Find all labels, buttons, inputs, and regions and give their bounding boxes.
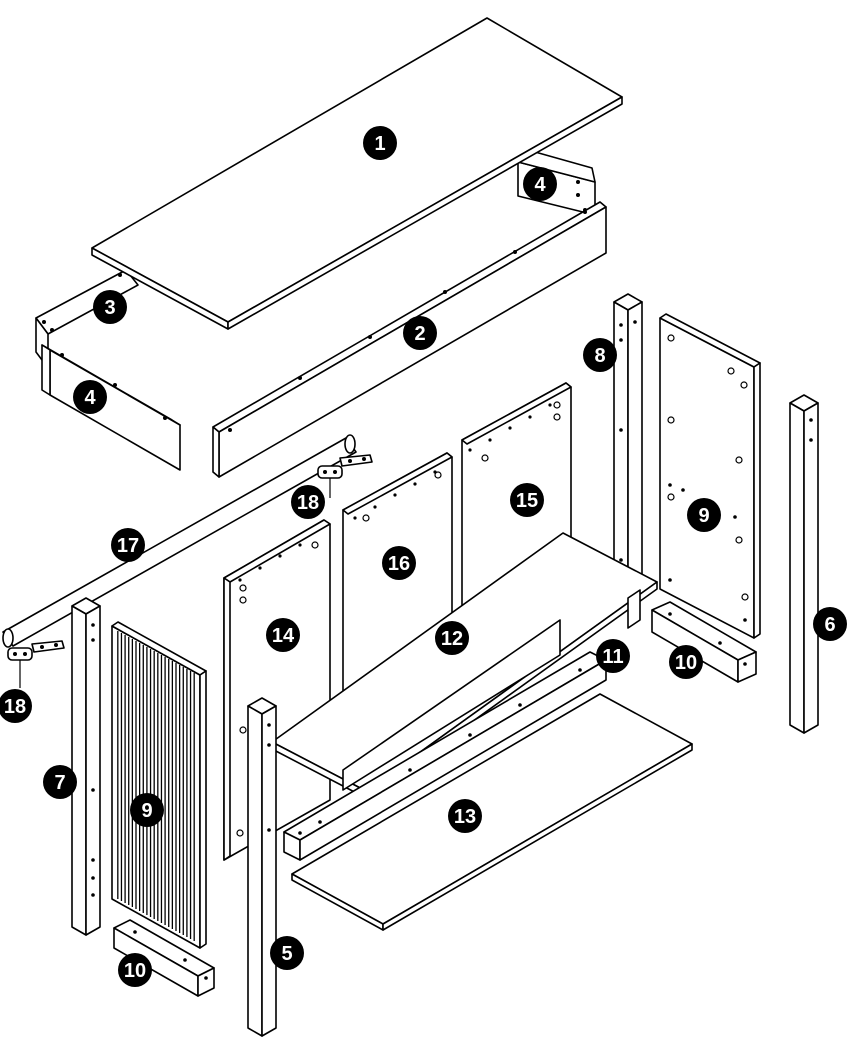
leg-5 (247, 697, 277, 1037)
badge-number: 12 (441, 628, 463, 650)
badge-circle (118, 953, 152, 987)
bracket-18-left (7, 640, 65, 688)
part-number-badge-9-back: 9 (687, 498, 721, 532)
part-number-badge-5: 5 (270, 936, 304, 970)
part-number-badge-12: 12 (435, 621, 469, 655)
badge-circle (43, 765, 77, 799)
part-number-badge-3: 3 (93, 290, 127, 324)
badge-number: 9 (698, 505, 709, 527)
badge-circle (435, 621, 469, 655)
part-number-badge-10-left: 10 (118, 953, 152, 987)
part-number-badge-18-left: 18 (0, 689, 32, 723)
bracket-18-right (317, 454, 373, 498)
side-panel-9-back (659, 313, 761, 639)
rail-11 (283, 651, 607, 861)
badge-circle (523, 167, 557, 201)
part-number-badge-2: 2 (403, 316, 437, 350)
badge-circle (583, 338, 617, 372)
slatted-panel-9-front (111, 621, 207, 949)
part-number-badge-1: 1 (363, 126, 397, 160)
badge-circle (510, 483, 544, 517)
badge-number: 4 (84, 387, 96, 409)
part-number-badge-4-left: 4 (73, 380, 107, 414)
badge-circle (687, 498, 721, 532)
badge-circle (403, 316, 437, 350)
badge-number: 13 (454, 806, 476, 828)
badge-number: 4 (534, 174, 546, 196)
badge-number: 11 (602, 646, 623, 668)
badge-circle (0, 689, 32, 723)
part-number-badge-11: 11 (596, 639, 630, 673)
badge-number: 18 (4, 696, 26, 718)
badge-number: 10 (675, 652, 697, 674)
badge-circle (363, 126, 397, 160)
part-number-badge-8: 8 (583, 338, 617, 372)
leg-8 (613, 293, 643, 605)
part-number-badge-7: 7 (43, 765, 77, 799)
part-number-badge-9-front: 9 (130, 793, 164, 827)
badge-circle (813, 607, 847, 641)
bottom-shelf-13 (291, 693, 693, 931)
badge-number: 16 (388, 553, 410, 575)
badge-number: 5 (281, 943, 292, 965)
badge-number: 2 (414, 323, 425, 345)
part-number-badge-13: 13 (448, 799, 482, 833)
leg-7 (71, 597, 101, 936)
leg-6 (789, 394, 819, 734)
badge-number: 1 (374, 133, 385, 155)
badge-circle (130, 793, 164, 827)
badge-circle (448, 799, 482, 833)
part-number-badge-10-right: 10 (669, 645, 703, 679)
panel-4-left (41, 344, 181, 471)
foot-rail-10-left (113, 919, 215, 997)
part-number-badge-6: 6 (813, 607, 847, 641)
badge-number: 15 (516, 490, 538, 512)
part-number-badge-18-right: 18 (291, 485, 325, 519)
badge-circle (266, 618, 300, 652)
badge-number: 18 (297, 492, 319, 514)
badge-number: 10 (124, 960, 146, 982)
badge-circle (669, 645, 703, 679)
hanging-rod-17 (2, 434, 357, 648)
badge-circle (596, 639, 630, 673)
badge-circle (270, 936, 304, 970)
badge-number: 9 (141, 800, 152, 822)
badge-number: 6 (824, 614, 835, 636)
badge-number: 3 (104, 297, 115, 319)
top-panel-1 (91, 17, 623, 330)
badge-circle (291, 485, 325, 519)
part-number-badge-14: 14 (266, 618, 300, 652)
badge-circle (93, 290, 127, 324)
badge-circle (382, 546, 416, 580)
badge-number: 17 (117, 535, 139, 557)
part-number-badge-4-right: 4 (523, 167, 557, 201)
part-number-badge-17: 17 (111, 528, 145, 562)
foot-rail-10-right (651, 601, 757, 683)
badge-circle (111, 528, 145, 562)
badge-number: 7 (54, 772, 65, 794)
part-number-badge-16: 16 (382, 546, 416, 580)
badge-number: 8 (594, 345, 605, 367)
panel-14 (223, 519, 331, 861)
badge-number: 14 (272, 625, 295, 647)
badge-circle (73, 380, 107, 414)
part-number-badge-15: 15 (510, 483, 544, 517)
